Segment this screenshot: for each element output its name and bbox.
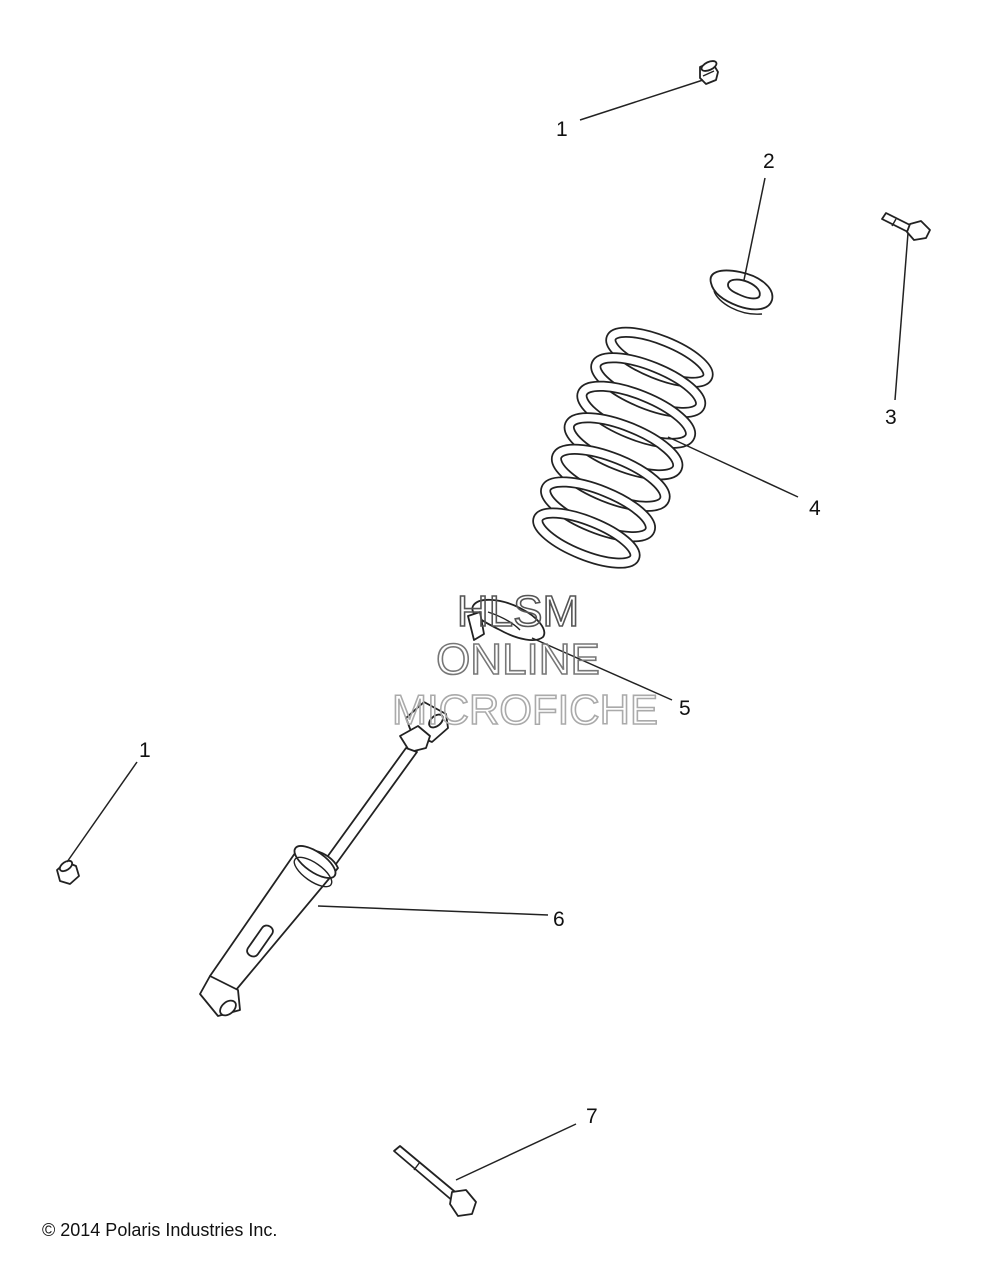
callout-1-left: 1 bbox=[139, 739, 151, 762]
watermark-line-3: MICROFICHE bbox=[392, 686, 658, 733]
shock-absorber[interactable] bbox=[199, 701, 449, 1018]
spring-adjuster[interactable] bbox=[467, 598, 546, 641]
coil-spring[interactable] bbox=[526, 320, 719, 576]
callout-2: 2 bbox=[763, 150, 775, 173]
callout-5: 5 bbox=[679, 697, 691, 720]
watermark-line-2: ONLINE bbox=[436, 635, 600, 684]
spring-retainer[interactable] bbox=[709, 269, 774, 315]
leader-5 bbox=[531, 637, 673, 701]
callout-3: 3 bbox=[885, 406, 897, 429]
leader-3 bbox=[894, 232, 909, 401]
callout-1-top: 1 bbox=[556, 118, 568, 141]
flange-nut-left[interactable] bbox=[56, 859, 80, 885]
flange-nut-top[interactable] bbox=[699, 59, 719, 85]
upper-bolt[interactable] bbox=[881, 212, 931, 241]
watermark: HLSM ONLINE MICROFICHE bbox=[391, 586, 659, 734]
leader-4 bbox=[667, 436, 799, 498]
watermark-line-1: HLSM bbox=[457, 587, 579, 636]
callout-6: 6 bbox=[553, 908, 565, 931]
callout-7: 7 bbox=[586, 1105, 598, 1128]
leader-2 bbox=[743, 177, 766, 281]
leader-1-top bbox=[579, 79, 704, 121]
leader-1-left bbox=[66, 761, 138, 863]
callout-4: 4 bbox=[809, 497, 821, 520]
lower-bolt[interactable] bbox=[393, 1145, 477, 1217]
copyright-text: © 2014 Polaris Industries Inc. bbox=[42, 1220, 277, 1240]
leader-7 bbox=[455, 1123, 577, 1181]
leader-6 bbox=[317, 905, 549, 916]
